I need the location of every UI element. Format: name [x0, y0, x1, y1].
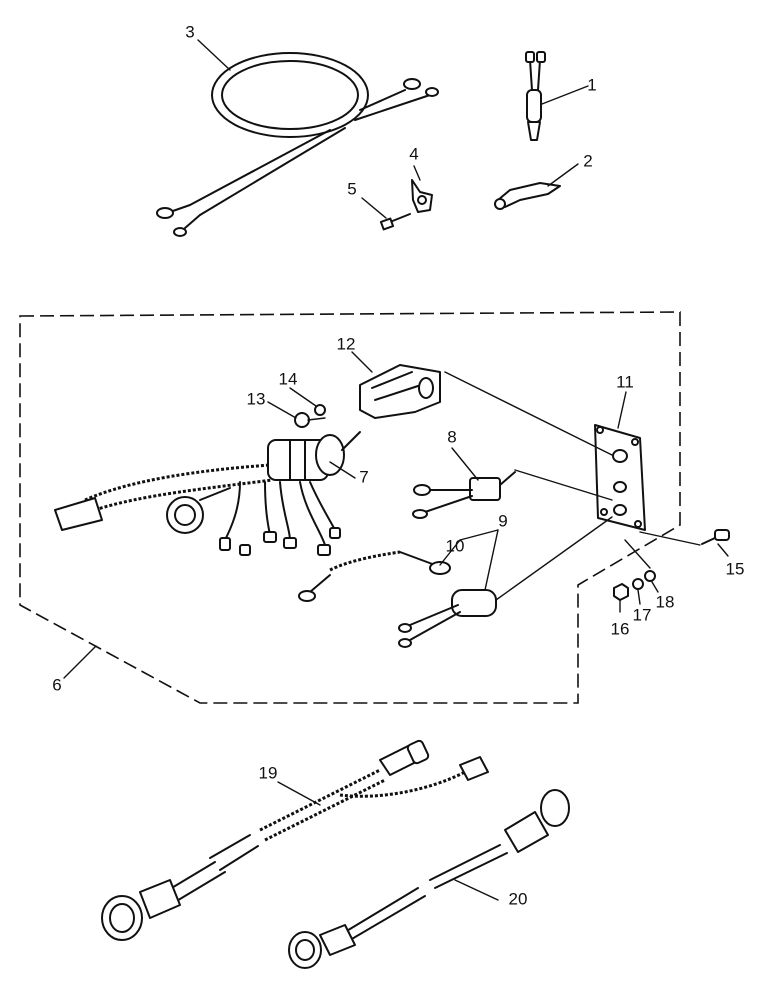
callout-8: 8 [447, 427, 456, 446]
part-8-switch [412, 471, 516, 519]
part-19-y-harness [101, 739, 489, 941]
part-9-stop-switch [398, 589, 497, 648]
part-14-washer [314, 404, 326, 416]
callout-10: 10 [446, 536, 465, 555]
part-20-extension-cable [288, 789, 570, 969]
callout-12: 12 [337, 334, 356, 353]
assembly-line-12-11 [444, 371, 613, 456]
part-5-screw [379, 213, 411, 231]
callout-3: 3 [185, 22, 194, 41]
assembly-line-9-11 [495, 516, 613, 601]
part-15-screw [701, 529, 730, 545]
callout-14: 14 [279, 369, 298, 388]
callout-labels: 1 2 3 4 5 6 7 8 9 10 11 12 13 14 15 16 1… [52, 22, 744, 908]
callout-19: 19 [259, 763, 278, 782]
part-4-clip [411, 179, 433, 213]
part-12-bracket [359, 364, 441, 419]
assembly-line-8-11 [514, 469, 613, 501]
callout-16: 16 [611, 619, 630, 638]
part-7-harness [54, 431, 361, 556]
part-18-washer [644, 570, 656, 582]
callout-4: 4 [409, 144, 418, 163]
callout-5: 5 [347, 179, 356, 198]
leader-lines [63, 39, 729, 901]
callout-20: 20 [509, 889, 528, 908]
callout-6: 6 [52, 675, 61, 694]
callout-2: 2 [583, 151, 592, 170]
assembly-line-15-11 [639, 531, 701, 546]
callout-7: 7 [359, 467, 368, 486]
assembly-line-18-11 [624, 539, 651, 569]
callout-17: 17 [633, 605, 652, 624]
part-11-plate [594, 424, 646, 531]
part-16-nut [613, 583, 629, 601]
callout-1: 1 [587, 75, 596, 94]
part-10-lanyard [298, 550, 451, 602]
assembly-6-boundary [19, 311, 681, 704]
part-2-bracket [494, 182, 561, 210]
callout-18: 18 [656, 592, 675, 611]
callout-9: 9 [498, 511, 507, 530]
callout-15: 15 [726, 559, 745, 578]
callout-13: 13 [247, 389, 266, 408]
part-1-sensor [525, 51, 546, 141]
part-13-bolt [294, 412, 326, 428]
part-3-cable [156, 52, 439, 237]
callout-11: 11 [616, 372, 634, 391]
part-17-washer [632, 578, 644, 590]
